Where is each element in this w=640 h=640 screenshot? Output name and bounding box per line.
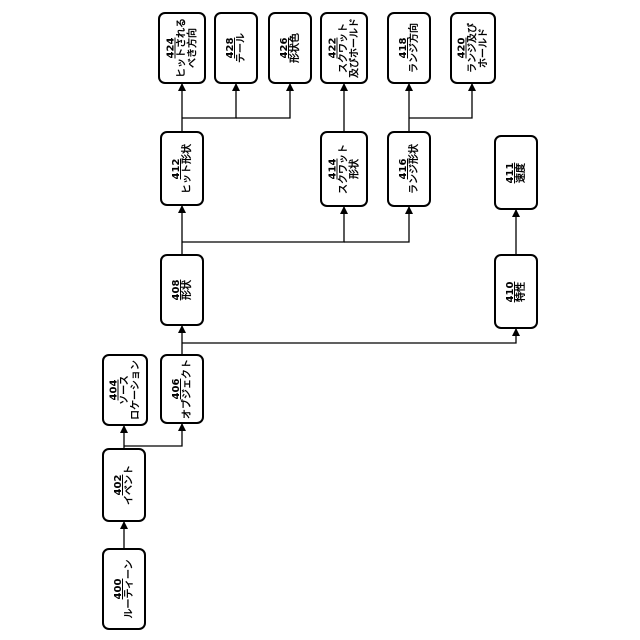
- node-420-label: ランジ及び ホールド: [468, 23, 490, 73]
- edge-408-414: [182, 207, 344, 242]
- node-420: 420ランジ及び ホールド: [450, 12, 496, 84]
- node-400-label: ルーティーン: [124, 560, 135, 619]
- edge-416-420: [409, 84, 472, 118]
- node-402: 402イベント: [102, 448, 146, 522]
- node-406: 406オブジェクト: [160, 354, 204, 424]
- node-411-number: 411: [505, 162, 516, 183]
- node-406-label: オブジェクト: [182, 359, 193, 419]
- edge-412-426: [236, 84, 290, 118]
- node-406-number: 406: [171, 359, 182, 419]
- node-420-number: 420: [457, 23, 468, 73]
- node-410-number: 410: [505, 281, 516, 302]
- node-400-number: 400: [113, 560, 124, 619]
- node-428-number: 428: [225, 33, 236, 63]
- node-414-label: スクワット 形状: [339, 144, 361, 194]
- node-400: 400ルーティーン: [102, 548, 146, 630]
- node-418-number: 418: [398, 23, 409, 73]
- node-411: 411速度: [494, 135, 538, 210]
- node-416: 416ランジ形状: [387, 131, 431, 207]
- node-411-label: 速度: [516, 162, 527, 183]
- node-412-number: 412: [171, 144, 182, 194]
- node-428: 428テール: [214, 12, 258, 84]
- node-428-label: テール: [236, 33, 247, 63]
- node-426-number: 426: [279, 33, 290, 63]
- edge-408-416: [344, 207, 409, 242]
- edge-412-428: [182, 84, 236, 118]
- node-422: 422スクワット 及びホールド: [320, 12, 368, 84]
- node-416-number: 416: [398, 144, 409, 194]
- node-410: 410特性: [494, 254, 538, 329]
- node-408: 408形状: [160, 254, 204, 326]
- node-416-label: ランジ形状: [409, 144, 420, 194]
- node-404-number: 404: [109, 360, 120, 420]
- node-418: 418ランジ方向: [387, 12, 431, 84]
- node-410-label: 特性: [516, 281, 527, 302]
- node-426: 426形状色: [268, 12, 312, 84]
- node-418-label: ランジ方向: [409, 23, 420, 73]
- node-412-label: ヒット形状: [182, 144, 193, 194]
- edge-402-406: [124, 424, 182, 446]
- node-414: 414スクワット 形状: [320, 131, 368, 207]
- node-426-label: 形状色: [290, 33, 301, 63]
- node-424-label: ヒットされる べき方向: [177, 18, 199, 78]
- node-424: 424ヒットされる べき方向: [158, 12, 206, 84]
- node-422-label: スクワット 及びホールド: [339, 18, 361, 78]
- node-424-number: 424: [166, 18, 177, 78]
- node-408-number: 408: [171, 280, 182, 301]
- node-404-label: ソース ロケーション: [120, 360, 142, 420]
- node-402-label: イベント: [124, 465, 135, 505]
- node-422-number: 422: [328, 18, 339, 78]
- node-404: 404ソース ロケーション: [102, 354, 148, 426]
- node-408-label: 形状: [182, 280, 193, 301]
- node-412: 412ヒット形状: [160, 131, 204, 206]
- node-402-number: 402: [113, 465, 124, 505]
- node-414-number: 414: [328, 144, 339, 194]
- edge-406-410: [182, 329, 516, 343]
